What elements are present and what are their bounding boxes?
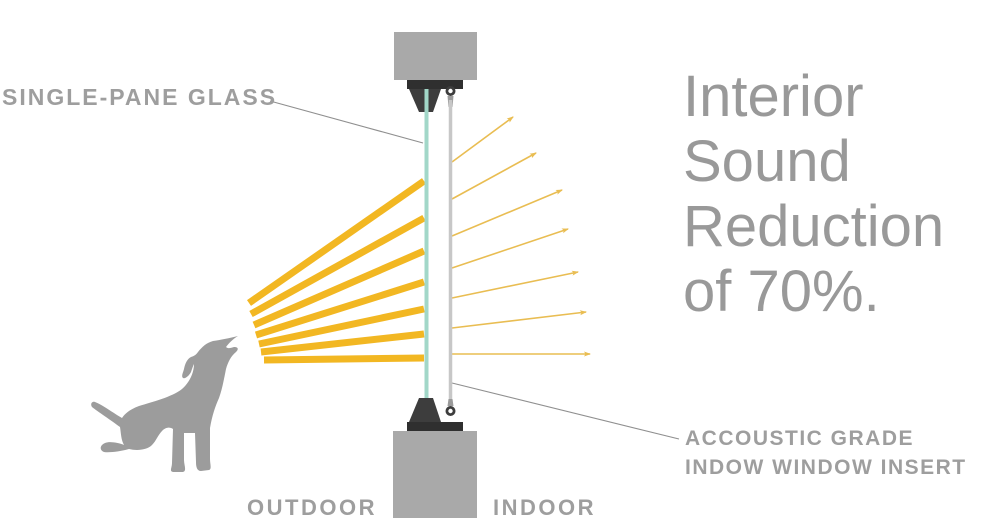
insert-grommet-bottom-hole: [448, 408, 453, 414]
insert-label: ACCOUSTIC GRADE INDOW WINDOW INSERT: [685, 424, 967, 482]
single-pane-leader-line: [269, 100, 424, 144]
insert-grommet-top-hole: [448, 88, 453, 94]
indoor-sound-ray: [451, 152, 537, 200]
headline-line-1: Interior: [683, 64, 864, 129]
glass-bottom-clamp: [409, 398, 441, 422]
headline-line-4: of 70%.: [683, 259, 880, 324]
insert-leader-line: [451, 382, 680, 440]
indoor-sound-waves: [451, 116, 591, 357]
indoor-sound-ray: [451, 189, 563, 237]
outdoor-sound-ray: [254, 278, 426, 339]
headline-line-3: Reduction: [683, 194, 945, 259]
outdoor-sound-ray: [260, 330, 425, 356]
outdoor-sound-ray: [249, 214, 426, 318]
indoor-sound-ray: [451, 310, 587, 329]
insert-bottom-clip: [447, 399, 454, 406]
outdoor-sound-waves: [246, 178, 427, 364]
headline: Interior Sound Reduction of 70%.: [683, 64, 944, 324]
indoor-sound-ray: [451, 270, 579, 299]
outdoor-sound-ray: [246, 178, 427, 306]
window-head-stop: [407, 80, 463, 89]
headline-line-2: Sound: [683, 129, 851, 194]
window-sill-stop: [407, 422, 463, 431]
window-head-block: [394, 32, 477, 80]
window-cross-section: [393, 32, 477, 518]
insert-label-line-1: ACCOUSTIC GRADE: [685, 427, 915, 450]
outdoor-sound-ray: [252, 247, 426, 329]
callout-lines: [269, 100, 680, 440]
dog-icon: [91, 336, 238, 472]
indoor-sound-ray: [451, 116, 514, 163]
single-pane-glass-label: SINGLE-PANE GLASS: [2, 84, 278, 110]
indoor-label: INDOOR: [493, 495, 596, 520]
window-sill-block: [393, 431, 477, 518]
outdoor-sound-ray: [263, 354, 425, 364]
outdoor-sound-ray: [258, 305, 425, 348]
outdoor-label: OUTDOOR: [247, 495, 377, 520]
indoor-sound-ray: [451, 228, 569, 269]
insert-label-line-2: INDOW WINDOW INSERT: [685, 456, 967, 479]
